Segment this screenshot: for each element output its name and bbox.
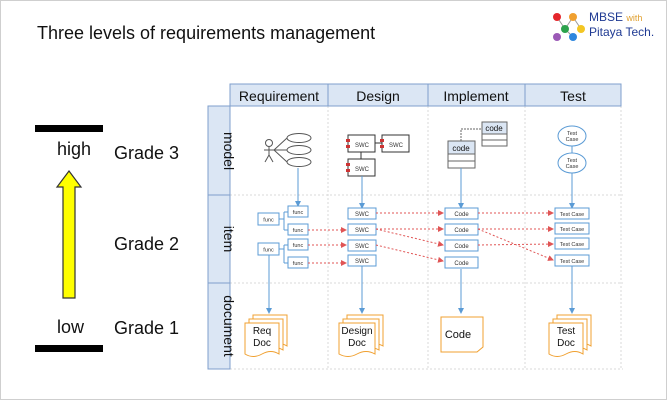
svg-text:func: func bbox=[293, 210, 304, 216]
swc-item: SWC bbox=[355, 228, 370, 234]
swc-item: SWC bbox=[355, 259, 370, 265]
bottom-bar bbox=[35, 345, 103, 352]
col-header-test-box bbox=[524, 83, 622, 107]
design-doc: Design Doc bbox=[338, 314, 384, 357]
grade-1-label: Grade 1 bbox=[114, 318, 180, 338]
code-class: code bbox=[452, 144, 470, 153]
col-header-design: Design bbox=[356, 88, 400, 104]
svg-text:Case: Case bbox=[566, 164, 579, 170]
swc-items: SWC SWC SWC SWC bbox=[347, 207, 377, 267]
vertical-flows bbox=[266, 168, 575, 314]
swc-item: SWC bbox=[355, 212, 370, 218]
svg-text:Code: Code bbox=[445, 329, 471, 341]
row-header-item: item bbox=[221, 226, 237, 252]
svg-text:func: func bbox=[293, 243, 304, 249]
svg-text:Test: Test bbox=[557, 326, 576, 337]
func-box: func bbox=[257, 212, 280, 226]
slide-title: Three levels of requirements management bbox=[37, 23, 376, 43]
func-box: func bbox=[287, 223, 309, 236]
svg-text:Req: Req bbox=[253, 326, 271, 337]
test-case-item: Test Case bbox=[560, 259, 584, 265]
col-header-implement: Implement bbox=[443, 88, 508, 104]
swc-item: SWC bbox=[355, 244, 370, 250]
code-item: Code bbox=[454, 228, 469, 234]
grade-2-label: Grade 2 bbox=[114, 234, 180, 254]
code-class-diagram: code code bbox=[447, 121, 508, 169]
svg-text:SWC: SWC bbox=[355, 167, 370, 173]
swc-component-diagram: SWC SWC SWC bbox=[346, 134, 410, 177]
level-high: high bbox=[57, 139, 92, 159]
logo: MBSE with Pitaya Tech. bbox=[551, 9, 661, 45]
func-box: func bbox=[287, 205, 309, 218]
logo-line-2: Pitaya Tech. bbox=[589, 25, 655, 39]
test-case-model: Test Case Test Case bbox=[557, 125, 587, 174]
up-arrow-icon bbox=[55, 170, 83, 299]
logo-graph-icon bbox=[553, 13, 585, 41]
req-doc: Req Doc bbox=[244, 314, 288, 357]
svg-text:Doc: Doc bbox=[348, 338, 366, 349]
col-header-test: Test bbox=[560, 88, 586, 104]
level-low: low bbox=[57, 317, 85, 337]
code-items: Code Code Code Code bbox=[444, 207, 479, 269]
column-headers: Requirement Design Implement Test bbox=[229, 83, 622, 107]
test-case-item: Test Case bbox=[560, 212, 584, 218]
svg-text:func: func bbox=[293, 261, 304, 267]
svg-text:func: func bbox=[263, 218, 274, 224]
test-case-item: Test Case bbox=[560, 227, 584, 233]
trace-links bbox=[308, 210, 554, 266]
func-box: func bbox=[257, 242, 280, 256]
grade-3-label: Grade 3 bbox=[114, 143, 180, 163]
svg-text:SWC: SWC bbox=[355, 143, 370, 149]
svg-text:Test: Test bbox=[567, 158, 578, 164]
row-headers: model item document bbox=[207, 105, 237, 370]
test-case-items: Test Case Test Case Test Case Test Case bbox=[554, 207, 590, 267]
func-box: func bbox=[287, 238, 309, 251]
svg-text:SWC: SWC bbox=[389, 143, 404, 149]
top-bar bbox=[35, 125, 103, 132]
func-box: func bbox=[287, 256, 309, 269]
test-case-item: Test Case bbox=[560, 242, 584, 248]
code-item: Code bbox=[454, 212, 469, 218]
code-class: code bbox=[485, 124, 503, 133]
code-doc: Code bbox=[440, 316, 484, 353]
svg-text:func: func bbox=[263, 248, 274, 254]
code-item: Code bbox=[454, 261, 469, 267]
svg-text:Design: Design bbox=[341, 326, 372, 337]
svg-text:Test: Test bbox=[567, 131, 578, 137]
svg-text:Doc: Doc bbox=[253, 338, 271, 349]
func-tree: func func func func func func bbox=[257, 205, 309, 269]
row-header-document: document bbox=[221, 295, 237, 357]
svg-text:Case: Case bbox=[566, 137, 579, 143]
test-doc: Test Doc bbox=[548, 314, 592, 357]
grid-lines bbox=[229, 106, 623, 370]
logo-line-1: MBSE with bbox=[589, 10, 643, 24]
svg-text:Doc: Doc bbox=[557, 338, 575, 349]
svg-text:func: func bbox=[293, 228, 304, 234]
code-item: Code bbox=[454, 244, 469, 250]
row-header-model: model bbox=[221, 132, 237, 170]
use-case-diagram bbox=[264, 133, 312, 167]
col-header-requirement: Requirement bbox=[239, 88, 319, 104]
